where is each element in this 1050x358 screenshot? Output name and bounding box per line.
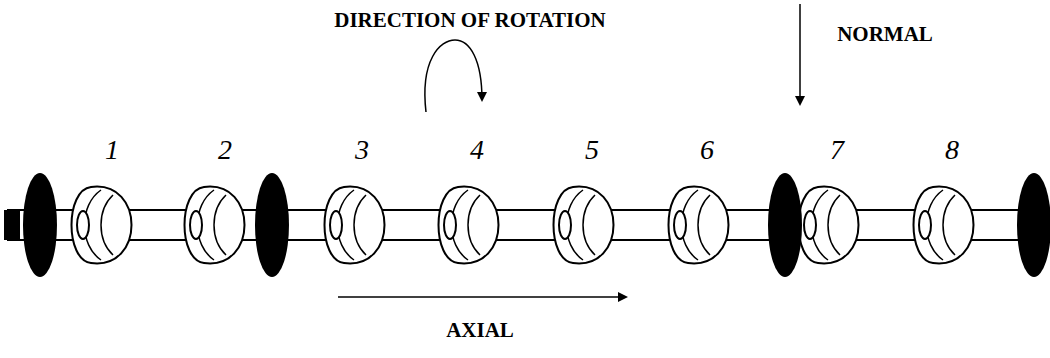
pulley [554,187,614,264]
pulley-body [669,187,729,264]
pulley-rim [101,195,113,255]
callout-number: 3 [355,134,369,166]
pulley [799,187,859,264]
caption-text: NORMAL [837,22,933,47]
callout-number: 4 [470,134,484,166]
shaft-end [4,210,20,240]
pulley-bore [190,211,202,239]
caption-text: DIRECTION OF ROTATION [334,8,605,33]
pulley [72,187,132,264]
pulley-rim [698,195,710,255]
pulley [669,187,729,264]
callout-number: 6 [700,134,714,166]
pulley-body [185,187,245,264]
callout-number: 8 [945,134,959,166]
pulley-rim [354,195,366,255]
axial-arrow [338,296,626,298]
rotation-arrow [425,40,482,112]
pulley-rim [943,195,955,255]
callout-number: 7 [830,134,844,166]
pulley [914,187,974,264]
support [1017,173,1050,277]
callout-number: 2 [218,134,232,166]
pulley-body [799,187,859,264]
pulley-bore [674,211,686,239]
pulley-body [325,187,385,264]
pulley-rim [583,195,595,255]
pulley-group [72,187,974,264]
support [23,173,57,277]
pulley-bore [77,211,89,239]
pulley-bore [330,211,342,239]
pulley-body [72,187,132,264]
caption-text: AXIAL [446,318,514,343]
pulley-bore [804,211,816,239]
pulley-rim [828,195,840,255]
pulley [325,187,385,264]
pulley-body [554,187,614,264]
pulley-body [439,187,499,264]
normal-arrow [799,4,801,104]
support [255,173,289,277]
shaft [8,210,1050,240]
pulley-body [914,187,974,264]
callout-number: 5 [585,134,599,166]
pulley [185,187,245,264]
pulley-bore [444,211,456,239]
pulley-bore [919,211,931,239]
pulley-rim [468,195,480,255]
pulley-rim [214,195,226,255]
supports [23,173,1050,277]
pulley [439,187,499,264]
pulley-bore [559,211,571,239]
support [768,173,802,277]
callout-number: 1 [105,134,119,166]
